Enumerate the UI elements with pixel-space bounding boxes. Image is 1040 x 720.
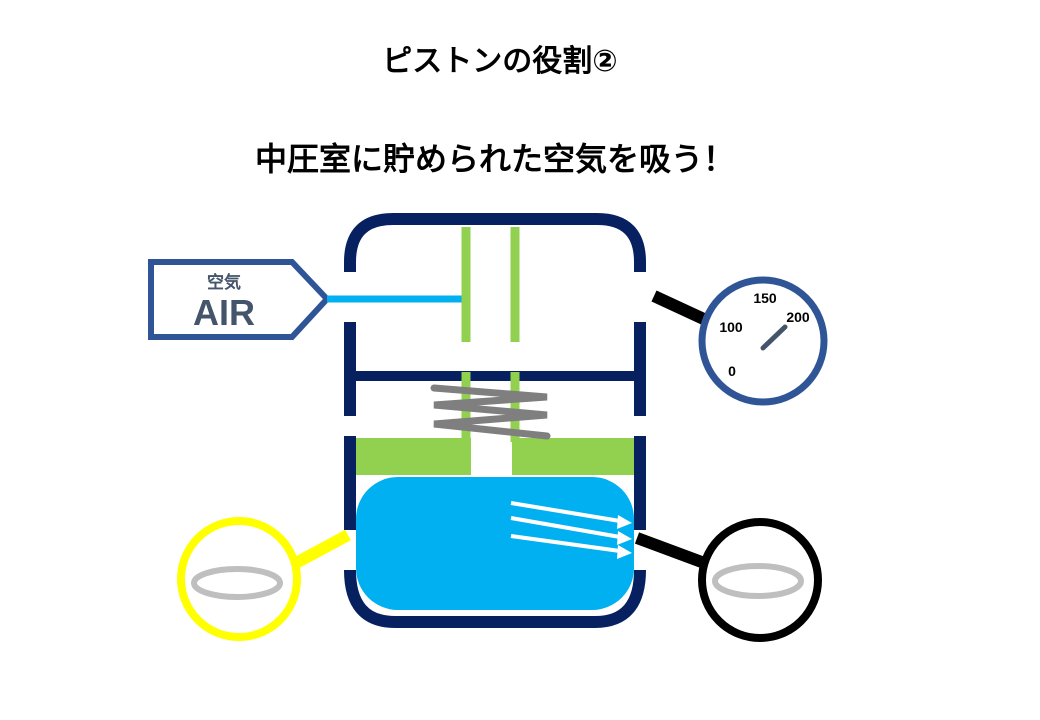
pressure-gauge: 0 100 150 200 — [651, 276, 828, 406]
magnifier-right — [634, 518, 822, 642]
o-ring-icon — [191, 566, 283, 600]
air-label-en: AIR — [193, 292, 255, 333]
page-title: ピストンの役割② — [382, 44, 618, 79]
chamber-outline — [344, 213, 646, 628]
gauge-connector — [651, 290, 711, 327]
magnifier-left-lens — [177, 517, 301, 641]
o-ring-icon — [712, 563, 804, 599]
page-subtitle: 中圧室に貯められた空気を吸う！ — [254, 140, 735, 178]
spring — [430, 384, 551, 440]
magnifier-left-handle — [293, 529, 351, 569]
air-label-box: 空気 AIR — [148, 259, 332, 340]
gauge-tick-100: 100 — [719, 319, 743, 335]
piston-head-right — [512, 438, 634, 475]
gauge-tick-200: 200 — [786, 309, 810, 325]
gauge-tick-150: 150 — [753, 290, 777, 306]
flow-arrows — [510, 501, 632, 559]
magnifier-left — [177, 517, 351, 641]
water-chamber — [356, 477, 634, 610]
air-arrow-shape — [148, 259, 332, 340]
gauge-needle — [760, 324, 788, 351]
gauge-dial — [698, 276, 828, 406]
piston-head-left — [356, 438, 471, 475]
magnifier-right-lens — [698, 518, 822, 642]
air-label-jp: 空気 — [207, 272, 241, 292]
magnifier-right-handle — [634, 532, 710, 570]
gauge-tick-0: 0 — [728, 363, 736, 379]
